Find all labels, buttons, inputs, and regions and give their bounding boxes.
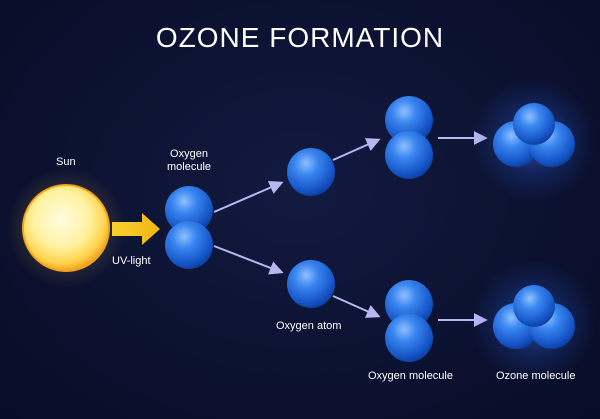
ozone-molecule-label: Ozone molecule: [496, 370, 576, 382]
sun-icon: [6, 168, 126, 288]
oxygen-molecule-bottom: [385, 280, 433, 362]
oxygen-atom-label: Oxygen atom: [276, 320, 342, 332]
oxygen-molecule-input-label: Oxygen molecule: [166, 148, 212, 173]
uv-light-arrow: [112, 213, 160, 245]
ozone-molecule-bottom: [472, 260, 596, 384]
oxygen-atom-top: [287, 148, 335, 196]
diagram-title: OZONE FORMATION: [155, 22, 445, 53]
arrow-to-oxygen-molecule-bottom: [332, 295, 381, 318]
oxygen-molecule-top: [385, 96, 433, 179]
sun-label: Sun: [56, 156, 76, 168]
arrow-to-oxygen-atom-top: [213, 181, 284, 213]
arrow-to-oxygen-atom-bottom: [213, 245, 284, 275]
oxygen-atom-bottom: [287, 260, 335, 308]
ozone-molecule-top: [472, 78, 596, 202]
arrow-to-oxygen-molecule-top: [332, 138, 381, 161]
oxygen-molecule-input: [165, 186, 213, 269]
uv-light-label: UV-light: [112, 255, 151, 267]
oxygen-molecule-output-label: Oxygen molecule: [368, 370, 453, 382]
